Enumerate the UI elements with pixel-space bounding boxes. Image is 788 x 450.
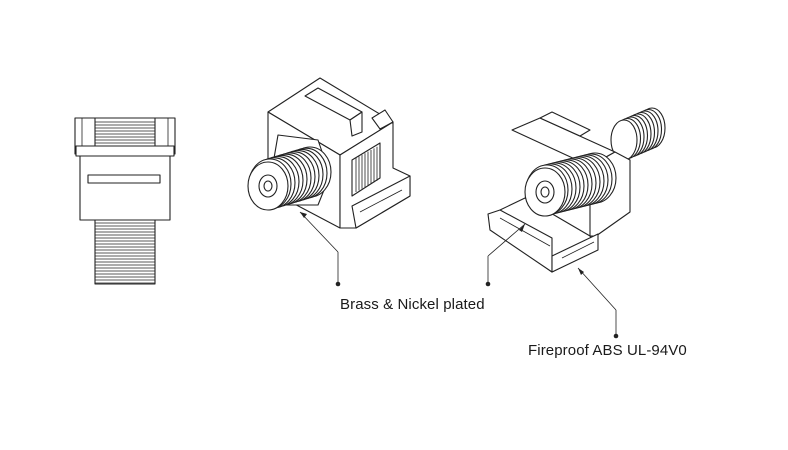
callout-brass-nickel: Brass & Nickel plated bbox=[340, 296, 485, 313]
callout-fireproof-abs: Fireproof ABS UL-94V0 bbox=[528, 342, 687, 359]
body-slot bbox=[87, 174, 161, 184]
rear-thread bbox=[610, 107, 666, 161]
leader-brass bbox=[299, 211, 526, 287]
upper-thread-lines bbox=[95, 121, 155, 144]
leader-abs bbox=[577, 267, 619, 339]
front-keystone bbox=[247, 77, 411, 229]
rear-keystone bbox=[487, 107, 666, 273]
inner-thread bbox=[355, 146, 378, 192]
side-view-connector bbox=[74, 117, 176, 285]
lower-thread-lines bbox=[95, 222, 155, 284]
